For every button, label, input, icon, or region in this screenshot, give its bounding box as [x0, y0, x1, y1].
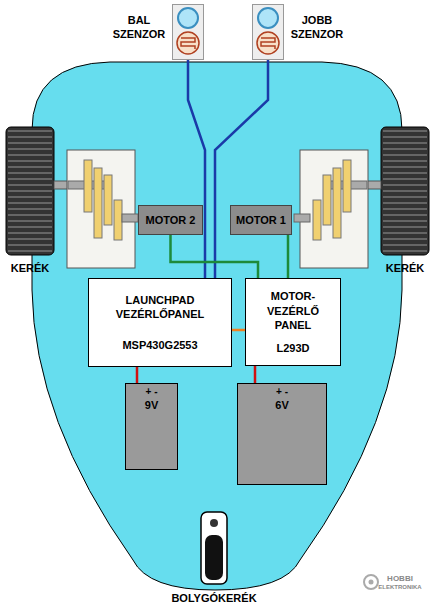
polarity-mark: + -: [276, 385, 288, 398]
photoresistor-symbol: [253, 5, 283, 59]
sensor-label: BAL SZENZOR: [109, 13, 169, 42]
wheel-label: KERÉK: [386, 262, 425, 274]
controller-board: LAUNCHPAD VEZÉRLŐPANEL MSP430G2553: [88, 278, 232, 367]
chassis: [32, 62, 402, 590]
voltage-label: 6V: [275, 398, 288, 412]
wheel: [6, 127, 54, 255]
motor-box: MOTOR 1: [230, 205, 292, 235]
chip-name: L293D: [272, 341, 313, 355]
gearbox: [294, 150, 368, 268]
axle: [367, 181, 381, 189]
voltage-label: 9V: [145, 398, 158, 412]
wire: [254, 366, 257, 383]
wire: [171, 235, 259, 278]
photoresistor-symbol: [173, 5, 203, 59]
battery: + -6V: [237, 383, 327, 485]
wire: [232, 329, 245, 332]
watermark-logo: [364, 575, 378, 589]
axle: [54, 181, 68, 189]
watermark: ELEKTRONIKA: [378, 584, 421, 590]
part-title: MOTOR 2: [146, 213, 196, 227]
wheel: [381, 127, 429, 255]
wheel-label: KERÉK: [11, 262, 50, 274]
chip-name: MSP430G2553: [118, 338, 201, 352]
gearbox: [67, 150, 138, 268]
part-title: LAUNCHPAD VEZÉRLŐPANEL: [93, 293, 227, 322]
driver-board: MOTOR- VEZÉRLŐ PANEL L293D: [245, 278, 341, 366]
wire: [188, 60, 205, 278]
watermark: HOBBI: [387, 574, 413, 583]
part-title: MOTOR- VEZÉRLŐ PANEL: [250, 289, 336, 332]
wire: [136, 367, 139, 383]
polarity-mark: + -: [146, 385, 158, 398]
wire: [215, 60, 268, 278]
wire: [287, 235, 290, 278]
caster-wheel: [201, 512, 227, 584]
sensor-box: BAL SZENZOR: [172, 4, 204, 60]
caster-label: BOLYGÓKERÉK: [171, 592, 256, 604]
part-title: MOTOR 1: [236, 213, 286, 227]
sensor-label: JOBB SZENZOR: [287, 13, 347, 42]
battery: + -9V: [125, 383, 178, 470]
sensor-box: JOBB SZENZOR: [252, 4, 284, 60]
motor-box: MOTOR 2: [138, 205, 203, 235]
